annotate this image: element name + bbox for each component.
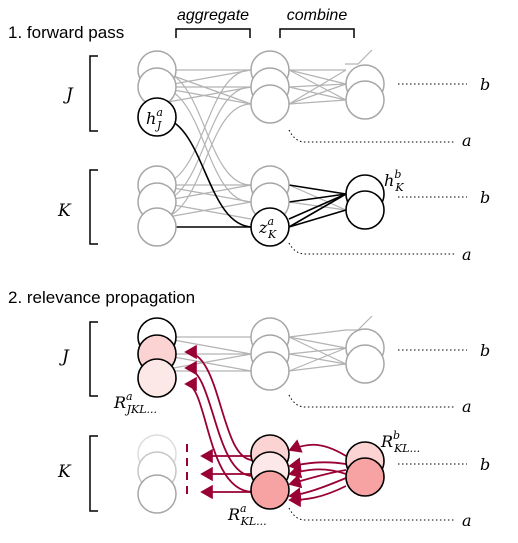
label2-group-K: K (57, 462, 72, 482)
node-right-K2 (345, 190, 385, 230)
relevance-arrows-to-K (200, 448, 253, 500)
node-hJ (137, 97, 177, 137)
panel1-title: 1. forward pass (8, 23, 124, 42)
combine-edges-highlight (288, 184, 347, 228)
output-dotted-lines (288, 83, 467, 255)
node2-mid-J3 (250, 351, 290, 391)
label-out-a-K: a (462, 245, 472, 264)
label-out-a-J: a (462, 131, 472, 150)
label-aggregate: aggregate (177, 7, 249, 24)
panel2-title: 2. relevance propagation (8, 288, 195, 307)
label-group-J: J (63, 85, 74, 105)
node2-right-J2 (345, 344, 385, 384)
node2-right-K2 (345, 457, 385, 497)
node-right-J2 (345, 80, 385, 120)
relevance-arrows-combine (288, 439, 347, 508)
node2-mid-K3 (250, 470, 290, 510)
label2-out-a-K: a (462, 511, 472, 530)
output2-dotted-lines (288, 349, 467, 521)
label2-out-a-J: a (462, 397, 472, 416)
node2-K3 (137, 474, 177, 514)
bracket2-group-J (89, 321, 98, 397)
label-group-K: K (57, 201, 72, 221)
bracket-group-K (89, 169, 98, 245)
bracket-group-J (89, 55, 98, 132)
node-K3 (137, 207, 177, 247)
combine-edges (288, 49, 373, 211)
label-out-b-K: b (480, 188, 490, 207)
label2-out-b-J: b (480, 341, 490, 360)
node-zK (250, 207, 290, 247)
label2-out-b-K: b (480, 455, 490, 474)
label2-group-J: J (59, 347, 70, 367)
label-combine: combine (287, 7, 348, 24)
node-mid-J3 (250, 84, 290, 124)
bracket2-group-K (89, 435, 98, 512)
node2-J3 (137, 358, 177, 398)
panel-forward-pass: 1. forward pass aggregate combine J K (8, 7, 490, 264)
relevance-arrows-to-J (184, 344, 254, 493)
bracket-combine (279, 28, 355, 38)
label-out-b-J: b (480, 75, 490, 94)
bracket-aggregate (175, 28, 251, 38)
